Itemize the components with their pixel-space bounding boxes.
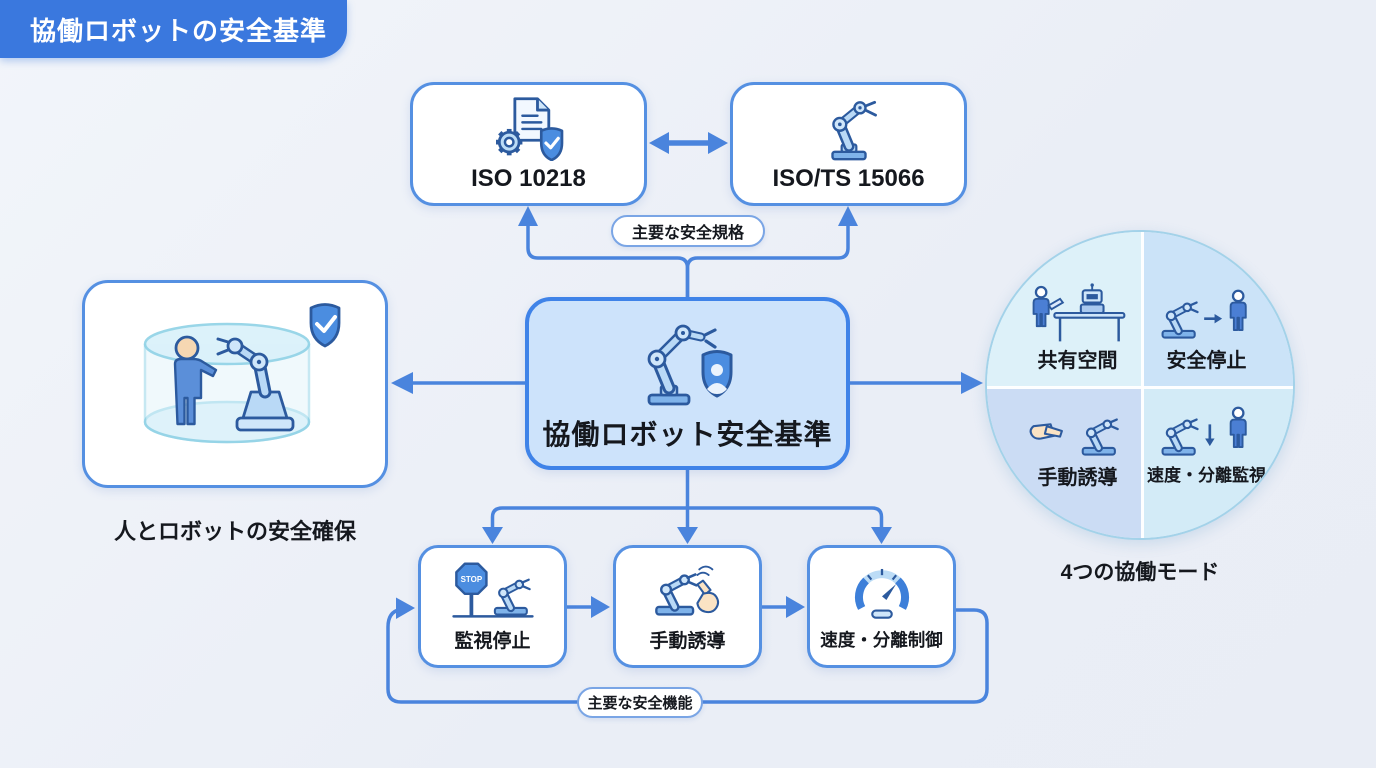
center-title: 協働ロボット安全基準 <box>542 418 833 450</box>
safety-assurance-card <box>82 280 388 488</box>
wheel-divider-horizontal <box>987 385 1293 389</box>
function-name: 監視停止 <box>454 631 531 652</box>
quadrant-speed-separation: 速度・分離監視 <box>1142 387 1293 538</box>
functions-pill: 主要な安全機能 <box>577 687 703 718</box>
svg-text:STOP: STOP <box>460 575 482 584</box>
document-gear-shield-icon <box>495 97 563 161</box>
page-title: 協働ロボットの安全基準 <box>30 15 328 46</box>
mode-label: 速度・分離監視 <box>1147 466 1266 485</box>
modes-caption: 4つの協働モード <box>1060 561 1220 584</box>
human-robot-safety-cell-icon <box>143 303 341 444</box>
standard-name: ISO 10218 <box>471 165 586 192</box>
standard-name: ISO/TS 15066 <box>772 165 925 192</box>
functions-pill-label: 主要な安全機能 <box>587 695 693 712</box>
function-card-hand-guiding: 手動誘導 <box>613 545 762 668</box>
stop-sign-robot-icon: STOP <box>451 562 537 622</box>
standard-card-iso-10218: ISO 10218 <box>410 82 647 206</box>
robot-shield-person-icon <box>647 324 732 405</box>
function-name: 手動誘導 <box>649 631 726 652</box>
mode-label: 共有空間 <box>1037 350 1118 372</box>
speedometer-icon <box>854 568 909 619</box>
standards-pill: 主要な安全規格 <box>611 215 765 247</box>
mode-label: 安全停止 <box>1166 350 1247 372</box>
safety-rated-stop-icon <box>1155 289 1247 344</box>
quadrant-hand-guiding: 手動誘導 <box>987 387 1142 538</box>
collaboration-modes-wheel: 共有空間 安全停止 手動誘導 <box>985 230 1295 540</box>
safety-assurance-caption: 人とロボットの安全確保 <box>113 519 356 544</box>
standards-pill-label: 主要な安全規格 <box>631 225 744 242</box>
quadrant-safety-stop: 安全停止 <box>1142 232 1293 387</box>
quadrant-shared-space: 共有空間 <box>987 232 1142 387</box>
function-name: 速度・分離制御 <box>820 630 943 650</box>
hand-tap-robot-icon <box>644 565 719 622</box>
standard-card-iso-ts-15066: ISO/TS 15066 <box>730 82 967 206</box>
connector-center-to-functions <box>490 468 884 537</box>
center-node: 協働ロボット安全基準 <box>525 297 850 470</box>
title-banner: 協働ロボットの安全基準 <box>0 0 347 58</box>
robot-arm-icon <box>830 100 877 161</box>
mode-label: 手動誘導 <box>1037 467 1118 489</box>
speed-separation-monitoring-icon <box>1155 406 1247 461</box>
function-card-speed-separation: 速度・分離制御 <box>807 545 956 668</box>
hand-guiding-icon <box>1029 399 1130 461</box>
shared-workspace-icon <box>1031 283 1125 342</box>
wheel-divider-vertical <box>1140 232 1144 538</box>
function-card-monitored-stop: STOP 監視停止 <box>418 545 567 668</box>
